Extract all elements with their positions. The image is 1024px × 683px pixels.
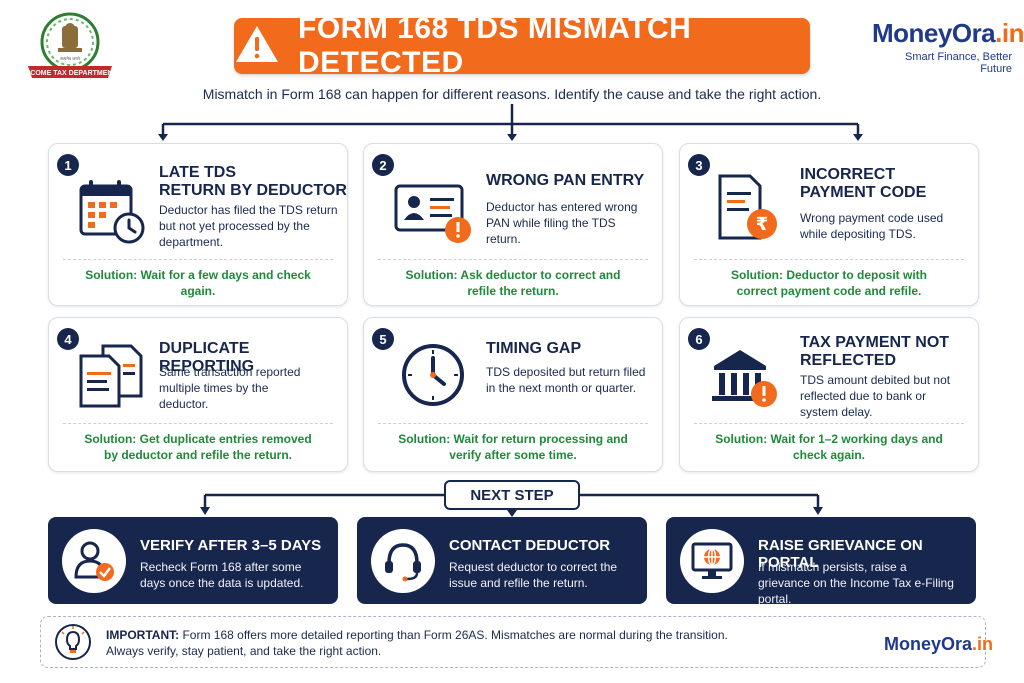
lightbulb-icon [54,622,92,667]
important-text: IMPORTANT: Form 168 offers more detailed… [106,628,728,658]
card-title: TIMING GAP [486,340,582,357]
action-contact-deductor: CONTACT DEDUCTOR Request deductor to cor… [357,517,647,604]
next-step-connector [200,493,823,517]
card-title: WRONG PAN ENTRY [486,172,645,189]
brand-tagline: Smart Finance, Better Future [905,51,1012,75]
card-number: 3 [688,154,710,176]
cause-card-timing-gap: 5 TIMING GAP TDS deposited but return fi… [363,317,663,472]
action-title: VERIFY AFTER 3–5 DAYS [140,537,322,554]
card-description: Deductor has filed the TDS return but no… [159,203,338,249]
monitor-globe-icon [680,529,744,593]
card-title: DUPLICATE REPORTING [159,340,255,375]
footer-brand-logo: MoneyOra.in [884,634,994,654]
income-tax-emblem: INCOME TAX DEPARTMENT सत्यमेव जयते [20,8,120,88]
card-description: Deductor has entered wrong PAN while fil… [486,200,638,246]
important-label: IMPORTANT: [106,628,180,642]
divider [63,423,333,424]
user-check-icon [62,529,126,593]
bank-warning-icon [710,346,780,417]
divider [63,259,333,260]
next-step-label: NEXT STEP [444,480,580,510]
subtitle: Mismatch in Form 168 can happen for diff… [202,86,822,102]
document-rupee-icon: ₹ [716,174,786,249]
card-description: TDS amount debited but not reflected due… [800,373,951,419]
svg-text:सत्यमेव जयते: सत्यमेव जयते [60,56,80,61]
action-verify-after-days: VERIFY AFTER 3–5 DAYS Recheck Form 168 a… [48,517,338,604]
action-title: CONTACT DEDUCTOR [449,537,611,554]
duplicate-documents-icon [77,344,149,413]
svg-text:INCOME TAX DEPARTMENT: INCOME TAX DEPARTMENT [23,70,117,77]
page-title: FORM 168 TDS MISMATCH DETECTED [298,12,692,79]
divider [694,259,964,260]
card-number: 6 [688,328,710,350]
action-title: RAISE GRIEVANCE ON PORTAL [758,537,923,571]
id-card-warning-icon [394,182,474,251]
action-description: If mismatch persists, raise a grievance … [758,560,954,606]
card-description: Wrong payment code used while depositing… [800,211,944,241]
card-description: TDS deposited but return filed in the ne… [486,365,646,395]
headset-icon [371,529,435,593]
cause-card-duplicate-reporting: 4 DUPLICATE REPORTING Same transaction r… [48,317,348,472]
card-solution: Solution: Ask deductor to correct and re… [405,268,621,298]
branch-connector [158,104,863,141]
title-banner: FORM 168 TDS MISMATCH DETECTED [234,12,810,79]
warning-icon [234,24,280,69]
divider [378,259,648,260]
card-solution: Solution: Get duplicate entries removed … [84,432,312,462]
cause-card-wrong-pan: 2 WRONG PAN ENTRY Deductor has entered w… [363,143,663,306]
card-solution: Solution: Wait for 1–2 working days and … [715,432,943,462]
action-description: Request deductor to correct the issue an… [449,560,618,590]
card-description: Same transaction reported multiple times… [159,365,301,411]
divider [694,423,964,424]
divider [378,423,648,424]
brand-logo: MoneyOra.in Smart Finance, Better Future [872,18,1024,75]
important-note [40,616,986,668]
card-solution: Solution: Deductor to deposit with corre… [731,268,927,298]
card-number: 2 [372,154,394,176]
clock-icon [400,342,466,413]
card-number: 5 [372,328,394,350]
card-solution: Solution: Wait for a few days and check … [85,268,311,298]
card-solution: Solution: Wait for return processing and… [398,432,628,462]
card-number: 1 [57,154,79,176]
action-description: Recheck Form 168 after some days once th… [140,560,304,590]
action-raise-grievance: RAISE GRIEVANCE ON PORTAL If mismatch pe… [666,517,976,606]
card-number: 4 [57,328,79,350]
svg-text:₹: ₹ [756,214,769,235]
calendar-clock-icon [77,180,149,251]
